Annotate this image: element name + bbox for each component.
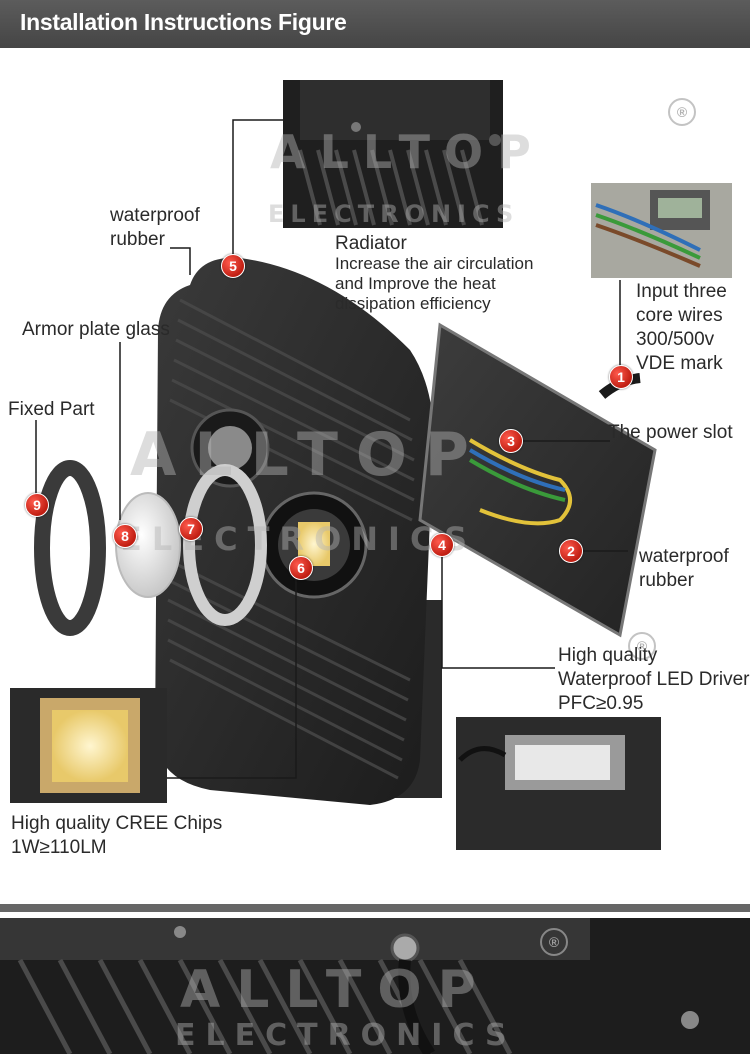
radiator-photo	[283, 80, 503, 228]
watermark-reg-3: ®	[540, 928, 568, 956]
badge-6: 6	[289, 556, 313, 580]
page-title: Installation Instructions Figure	[20, 9, 347, 35]
label-armor-glass: Armor plate glass	[22, 319, 170, 340]
watermark-sub-2: ELECTRONICS	[120, 520, 478, 558]
badge-2: 2	[559, 539, 583, 563]
badge-5: 5	[221, 254, 245, 278]
badge-4: 4	[430, 533, 454, 557]
label-radiator-desc: Increase the air circulation and Improve…	[335, 254, 534, 313]
watermark-brand-3: ALLTOP	[180, 960, 492, 1020]
watermark-brand-2: ALLTOP	[130, 420, 487, 490]
driver-photo	[456, 717, 661, 850]
watermark-sub-3: ELECTRONICS	[175, 1018, 517, 1053]
label-power-slot: The power slot	[608, 422, 733, 443]
section-divider	[0, 904, 750, 912]
label-led-driver: High quality Waterproof LED Driver PFC≥0…	[558, 645, 750, 714]
cree-chip-photo	[10, 688, 167, 803]
label-waterproof-rubber-top: waterproof rubber	[110, 205, 200, 250]
lamp-housing	[155, 257, 442, 805]
label-waterproof-rubber-right: waterproof rubber	[639, 546, 729, 591]
label-input-wires: Input three core wires 300/500v VDE mark	[636, 281, 727, 374]
header-bar: Installation Instructions Figure	[0, 0, 750, 48]
badge-8: 8	[113, 524, 137, 548]
label-radiator-title: Radiator	[335, 233, 407, 254]
watermark-reg-2: ®	[628, 632, 656, 660]
fixed-ring	[34, 460, 106, 636]
watermark-reg: ®	[668, 98, 696, 126]
badge-7: 7	[179, 517, 203, 541]
leader-lines	[35, 119, 628, 779]
watermark-sub: ELECTRONICS	[268, 200, 520, 228]
caliper-photo	[591, 183, 732, 278]
badge-1: 1	[609, 365, 633, 389]
badge-3: 3	[499, 429, 523, 453]
watermark-brand: ALLTOP	[270, 125, 545, 179]
lens-assembly	[115, 464, 267, 626]
badge-9: 9	[25, 493, 49, 517]
label-fixed-part: Fixed Part	[8, 399, 95, 420]
label-cree-chips: High quality CREE Chips 1W≥110LM	[11, 813, 223, 858]
power-box	[418, 322, 657, 638]
